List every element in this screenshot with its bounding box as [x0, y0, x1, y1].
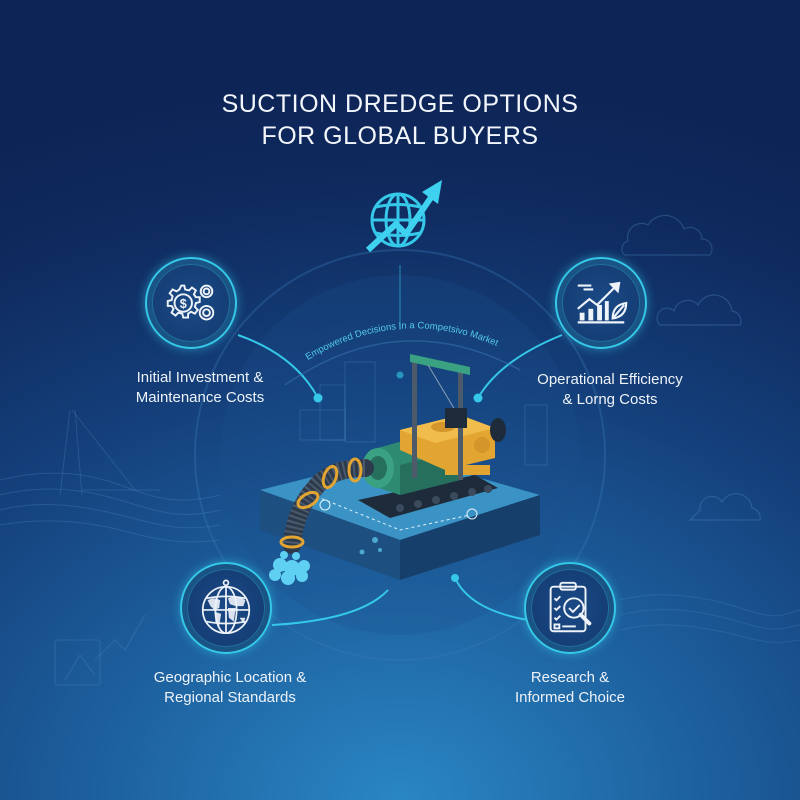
suction-dredge-illustration	[260, 354, 540, 585]
factor-node-efficiency[interactable]	[555, 257, 647, 349]
title-line-1: SUCTION DREDGE OPTIONS	[221, 90, 579, 118]
factor-label-investment: Initial Investment & Maintenance Costs	[135, 369, 265, 406]
clipboard-magnifier-icon	[549, 581, 592, 633]
world-globe-icon	[201, 579, 251, 635]
factor-node-investment[interactable]: $	[145, 257, 237, 349]
growth-chart-leaf-icon	[577, 281, 628, 324]
factor-node-geography[interactable]	[180, 562, 272, 654]
factor-label-geography: Geographic Location & Regional Standards	[153, 669, 307, 706]
factor-node-research[interactable]	[524, 562, 616, 654]
factor-label-efficiency: Operational Efficiency & Lorng Costs	[537, 371, 683, 408]
svg-text:$: $	[180, 297, 187, 311]
title-line-2: FOR GLOBAL BUYERS	[261, 122, 539, 150]
gears-dollar-icon: $	[166, 284, 215, 321]
factor-label-research: Research & Informed Choice	[514, 669, 626, 706]
page-title: SUCTION DREDGE OPTIONS FOR GLOBAL BUYERS	[0, 88, 800, 152]
globe-growth-arrow-icon	[365, 180, 442, 253]
